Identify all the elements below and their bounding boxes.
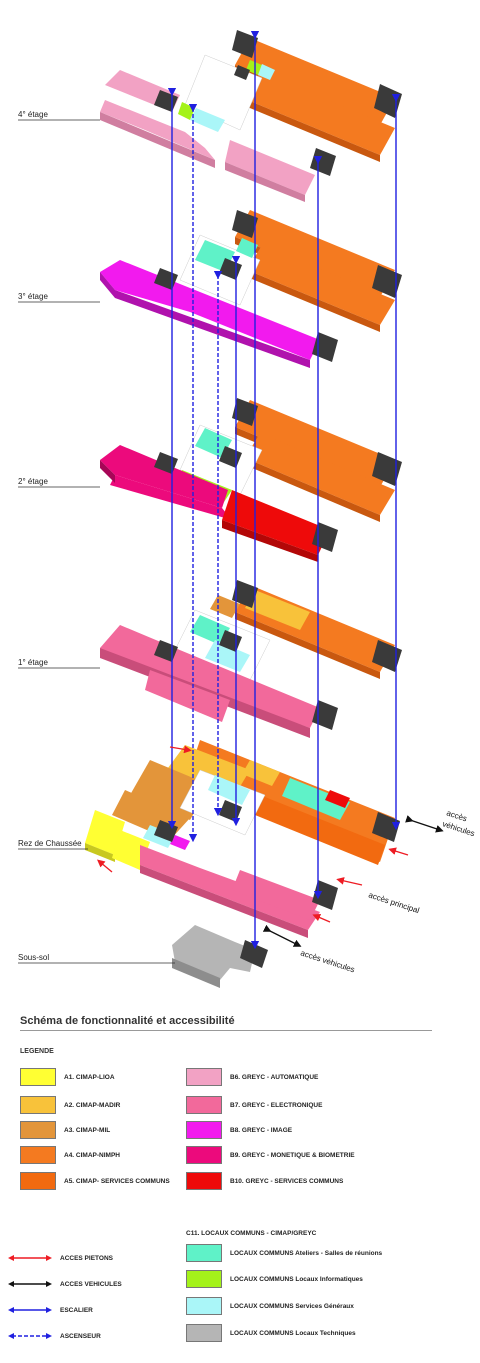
- legend-swatch: [20, 1172, 56, 1190]
- floor-4-block: [100, 30, 402, 202]
- legend-label: A2. CIMAP-MADIR: [64, 1101, 121, 1109]
- legend-arrow-vehicle: ACCES VEHICULES: [8, 1278, 122, 1290]
- common-legend-heading: C11. LOCAUX COMMUNS - CIMAP/GREYC: [186, 1230, 317, 1237]
- floor-2-block: [100, 398, 402, 562]
- access-label-vehicles-south: accès véhicules: [299, 948, 356, 974]
- legend-item-c-ateliers: LOCAUX COMMUNS Ateliers - Salles de réun…: [186, 1244, 382, 1262]
- floor-label-2: 2° étage: [18, 477, 48, 486]
- floor-label-1: 1° étage: [18, 658, 48, 667]
- legend-swatch: [186, 1121, 222, 1139]
- double-arrow-black-icon: [8, 1281, 52, 1287]
- floor-ground-block: [85, 740, 400, 938]
- legend-heading: LEGENDE: [20, 1048, 54, 1055]
- legend-swatch: [20, 1146, 56, 1164]
- legend-label: LOCAUX COMMUNS Services Généraux: [230, 1302, 354, 1310]
- legend-label: B10. GREYC - SERVICES COMMUNS: [230, 1177, 344, 1185]
- legend-item-b7: B7. GREYC - ELECTRONIQUE: [186, 1096, 322, 1114]
- legend-swatch: [186, 1172, 222, 1190]
- access-label-main: accès principal: [367, 890, 420, 915]
- arrow-label: ESCALIER: [60, 1306, 93, 1314]
- legend-item-c-techniques: LOCAUX COMMUNS Locaux Techniques: [186, 1324, 356, 1342]
- legend-item-a3: A3. CIMAP-MIL: [20, 1121, 110, 1139]
- legend-item-a1: A1. CIMAP-LIOA: [20, 1068, 115, 1086]
- legend-swatch: [186, 1297, 222, 1315]
- legend-label: A3. CIMAP-MIL: [64, 1126, 111, 1134]
- circulation-lines: [167, 30, 401, 950]
- legend-arrow-stairs: ESCALIER: [8, 1304, 93, 1316]
- legend-item-a4: A4. CIMAP-NIMPH: [20, 1146, 120, 1164]
- legend-item-a2: A2. CIMAP-MADIR: [20, 1096, 120, 1114]
- legend-swatch: [20, 1121, 56, 1139]
- legend-label: B7. GREYC - ELECTRONIQUE: [230, 1101, 323, 1109]
- isometric-floor-diagram: 4° étage 3° étage 2° étage 1° étage Rez …: [18, 30, 476, 988]
- section-title: Schéma de fonctionnalité et accessibilit…: [20, 1015, 235, 1027]
- floor-basement-block: [172, 925, 268, 988]
- floor-label-4: 4° étage: [18, 110, 48, 119]
- legend-item-b8: B8. GREYC - IMAGE: [186, 1121, 292, 1139]
- arrow-label: ASCENSEUR: [60, 1332, 101, 1340]
- legend-item-b9: B9. GREYC - MONETIQUE & BIOMETRIE: [186, 1146, 355, 1164]
- arrow-label: ACCES PIETONS: [60, 1254, 113, 1262]
- legend-label: LOCAUX COMMUNS Ateliers - Salles de réun…: [230, 1249, 383, 1257]
- legend-label: A1. CIMAP-LIOA: [64, 1073, 115, 1081]
- access-label-vehicles-east-2: véhicules: [441, 819, 476, 838]
- legend-label: A4. CIMAP-NIMPH: [64, 1151, 120, 1159]
- legend-label: LOCAUX COMMUNS Locaux Informatiques: [230, 1275, 363, 1283]
- legend-label: LOCAUX COMMUNS Locaux Techniques: [230, 1329, 356, 1337]
- legend-item-c-services: LOCAUX COMMUNS Services Généraux: [186, 1297, 354, 1315]
- floor-1-block: [100, 580, 402, 738]
- floor-labels: 4° étage 3° étage 2° étage 1° étage Rez …: [18, 110, 175, 964]
- legend-item-b10: B10. GREYC - SERVICES COMMUNS: [186, 1172, 343, 1190]
- legend-item-c-informatique: LOCAUX COMMUNS Locaux Informatiques: [186, 1270, 363, 1288]
- floor-label-3: 3° étage: [18, 292, 48, 301]
- floor-label-basement: Sous-sol: [18, 953, 49, 962]
- legend-swatch: [186, 1244, 222, 1262]
- section-divider: [20, 1030, 432, 1031]
- floor-label-ground: Rez de Chaussée: [18, 839, 82, 848]
- legend-label: A5. CIMAP- SERVICES COMMUNS: [64, 1177, 170, 1185]
- double-arrow-red-icon: [8, 1255, 52, 1261]
- legend-swatch: [186, 1096, 222, 1114]
- legend-arrow-pedestrian: ACCES PIETONS: [8, 1252, 113, 1264]
- legend-label: B8. GREYC - IMAGE: [230, 1126, 293, 1134]
- legend-swatch: [186, 1146, 222, 1164]
- legend-arrow-elevator: ASCENSEUR: [8, 1330, 101, 1342]
- legend-label: B6. GREYC - AUTOMATIQUE: [230, 1073, 319, 1081]
- double-arrow-blue-icon: [8, 1307, 52, 1313]
- legend-label: B9. GREYC - MONETIQUE & BIOMETRIE: [230, 1151, 355, 1159]
- legend-swatch: [186, 1270, 222, 1288]
- arrow-label: ACCES VEHICULES: [60, 1280, 122, 1288]
- legend-swatch: [186, 1068, 222, 1086]
- legend-swatch: [186, 1324, 222, 1342]
- dashed-arrow-blue-icon: [8, 1333, 52, 1339]
- legend-swatch: [20, 1096, 56, 1114]
- legend-item-b6: B6. GREYC - AUTOMATIQUE: [186, 1068, 318, 1086]
- floor-3-block: [100, 210, 402, 368]
- legend-item-a5: A5. CIMAP- SERVICES COMMUNS: [20, 1172, 170, 1190]
- legend-swatch: [20, 1068, 56, 1086]
